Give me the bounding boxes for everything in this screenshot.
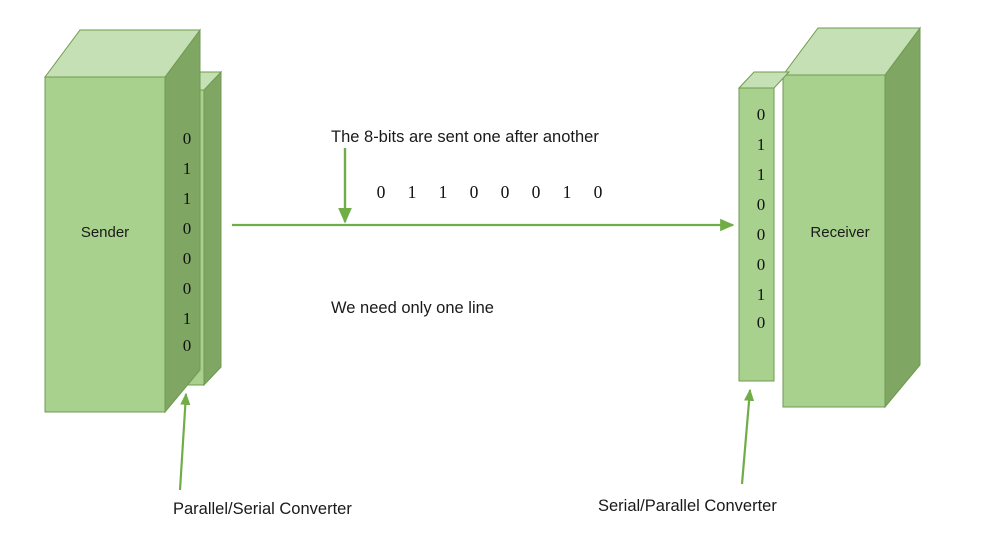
receiver-column-front-face <box>738 87 775 382</box>
stream-bit: 1 <box>439 182 448 202</box>
receiver-body-side-face <box>884 26 921 409</box>
serial-parallel-converter-label: Serial/Parallel Converter <box>598 497 777 515</box>
receiver-bit: 0 <box>757 105 766 124</box>
sender-bit: 0 <box>183 279 192 298</box>
receiver-bit: 1 <box>757 285 766 304</box>
stream-bit: 0 <box>501 182 510 202</box>
sender-bit: 0 <box>183 336 192 355</box>
sender-bit: 0 <box>183 249 192 268</box>
sender-bit-column: 0 1 1 0 0 0 1 0 <box>183 129 192 355</box>
parallel-serial-converter-label: Parallel/Serial Converter <box>173 500 352 518</box>
serial-bit-stream: 0 1 1 0 0 0 1 0 <box>377 182 603 202</box>
parallel-serial-callout-arrow <box>178 392 191 491</box>
receiver-converter-column <box>737 71 791 382</box>
receiver-column-top-face <box>737 71 791 89</box>
sender-bit: 1 <box>183 159 192 178</box>
receiver-bit: 1 <box>757 135 766 154</box>
stream-bit: 1 <box>563 182 572 202</box>
sender-body <box>44 28 201 414</box>
channel-note-top: The 8-bits are sent one after another <box>331 128 599 146</box>
receiver-bit-column: 0 1 1 0 0 0 1 0 <box>757 105 766 332</box>
sender-bit: 1 <box>183 309 192 328</box>
sender-body-front-face <box>44 76 166 413</box>
channel-note-bottom: We need only one line <box>331 299 494 317</box>
sender-label: Sender <box>81 224 129 241</box>
receiver-bit: 0 <box>757 255 766 274</box>
sender-bit: 0 <box>183 219 192 238</box>
stream-bit: 0 <box>532 182 541 202</box>
receiver-label: Receiver <box>810 224 869 241</box>
sender-column-side-face <box>203 70 222 387</box>
receiver-body-front-face <box>782 74 886 408</box>
stream-bit: 0 <box>377 182 386 202</box>
serial-parallel-callout-arrow <box>740 388 755 485</box>
receiver-bit: 0 <box>757 313 766 332</box>
stream-bit: 1 <box>408 182 417 202</box>
receiver-block: Receiver 0 1 1 0 0 0 1 0 <box>737 26 921 409</box>
sender-block: Sender 0 1 1 0 0 0 1 0 <box>44 28 223 414</box>
receiver-bit: 1 <box>757 165 766 184</box>
sender-bit: 1 <box>183 189 192 208</box>
stream-bit: 0 <box>594 182 603 202</box>
receiver-bit: 0 <box>757 225 766 244</box>
receiver-body <box>782 26 921 409</box>
sender-bit: 0 <box>183 129 192 148</box>
receiver-bit: 0 <box>757 195 766 214</box>
stream-bit: 0 <box>470 182 479 202</box>
